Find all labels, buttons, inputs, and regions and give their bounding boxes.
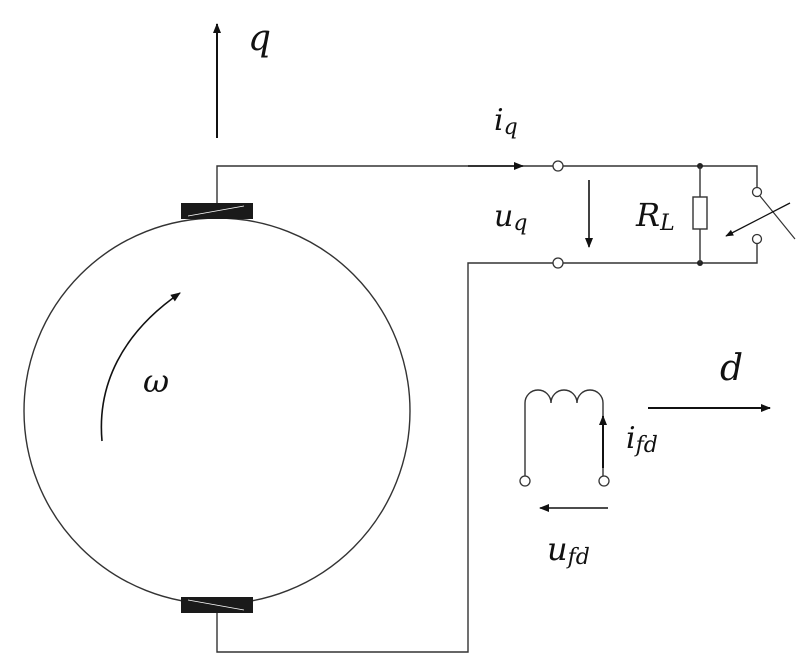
top-wire — [216, 165, 553, 203]
rl-label: RL — [635, 196, 675, 236]
bottom-wire — [216, 262, 553, 653]
top-brush — [181, 203, 253, 219]
d-axis-label: d — [720, 348, 743, 389]
rotor-circle — [23, 217, 411, 605]
iq-label: iq — [494, 103, 518, 140]
terminal-top — [552, 160, 564, 172]
q-axis-label: q — [248, 18, 271, 59]
ufd-label: ufd — [547, 530, 590, 570]
ifd-label: ifd — [626, 421, 658, 458]
omega-label: ω — [143, 362, 169, 400]
load-bottom-wire — [563, 243, 758, 264]
terminal-bottom — [552, 257, 564, 269]
bottom-brush — [181, 597, 253, 613]
rotation-arrow — [100, 292, 181, 442]
field-terminal-left — [519, 475, 531, 487]
load-top-wire — [563, 165, 758, 188]
load-resistor — [692, 196, 708, 230]
uq-label: uq — [494, 199, 527, 236]
switch-arrow — [725, 202, 791, 237]
load-switch — [725, 186, 796, 245]
field-winding — [524, 389, 604, 476]
field-terminal-right — [598, 475, 610, 487]
